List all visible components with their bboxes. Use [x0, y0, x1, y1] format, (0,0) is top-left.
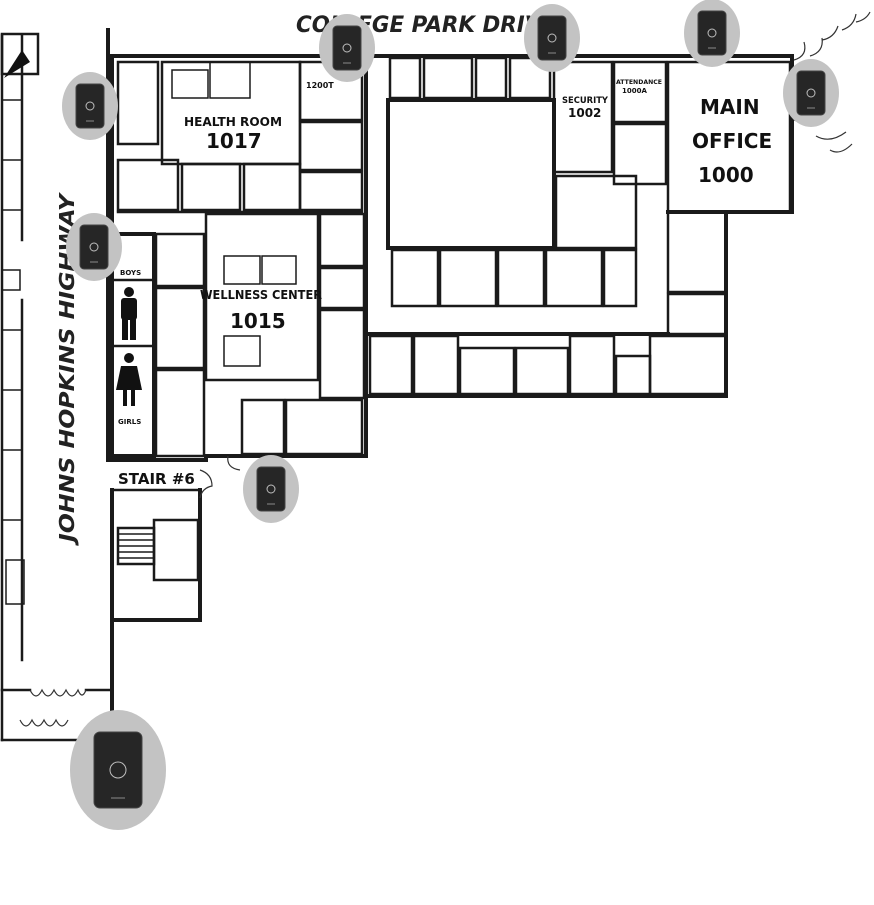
highway-strip — [0, 32, 40, 742]
girls-restroom-icon — [116, 353, 142, 406]
rooms-north-west — [116, 60, 364, 214]
main-office-number: 1000 — [698, 163, 754, 187]
card-reader-icon[interactable] — [70, 710, 166, 830]
health-room-name: HEALTH ROOM — [184, 115, 282, 129]
wellness-center-name: WELLNESS CENTER — [200, 288, 322, 302]
card-reader-icon[interactable] — [684, 0, 740, 67]
card-reader-icon[interactable] — [319, 14, 375, 82]
security-number: 1002 — [568, 106, 601, 120]
north-arrow-icon — [4, 50, 30, 78]
main-office-line1: MAIN — [700, 95, 760, 119]
card-reader-icon[interactable] — [524, 4, 580, 72]
rooms-south-west — [106, 212, 366, 499]
card-reader-icon[interactable] — [62, 72, 118, 140]
boys-restroom-icon — [121, 287, 137, 340]
security-name: SECURITY — [562, 96, 608, 106]
card-reader-icon[interactable] — [243, 455, 299, 523]
health-room-number: 1017 — [206, 129, 262, 153]
stairs-icon — [116, 518, 200, 582]
boys-label: BOYS — [120, 269, 141, 277]
main-office-line2: OFFICE — [692, 129, 772, 153]
girls-label: GIRLS — [118, 418, 141, 426]
card-reader-icon[interactable] — [66, 213, 122, 281]
wellness-center-number: 1015 — [230, 309, 286, 333]
attendance-name: ATTENDANCE — [616, 79, 662, 86]
small-room-number: 1200T — [306, 81, 334, 90]
attendance-number: 1000A — [622, 87, 647, 95]
card-reader-icon[interactable] — [783, 59, 839, 127]
stair-label: STAIR #6 — [118, 470, 195, 488]
